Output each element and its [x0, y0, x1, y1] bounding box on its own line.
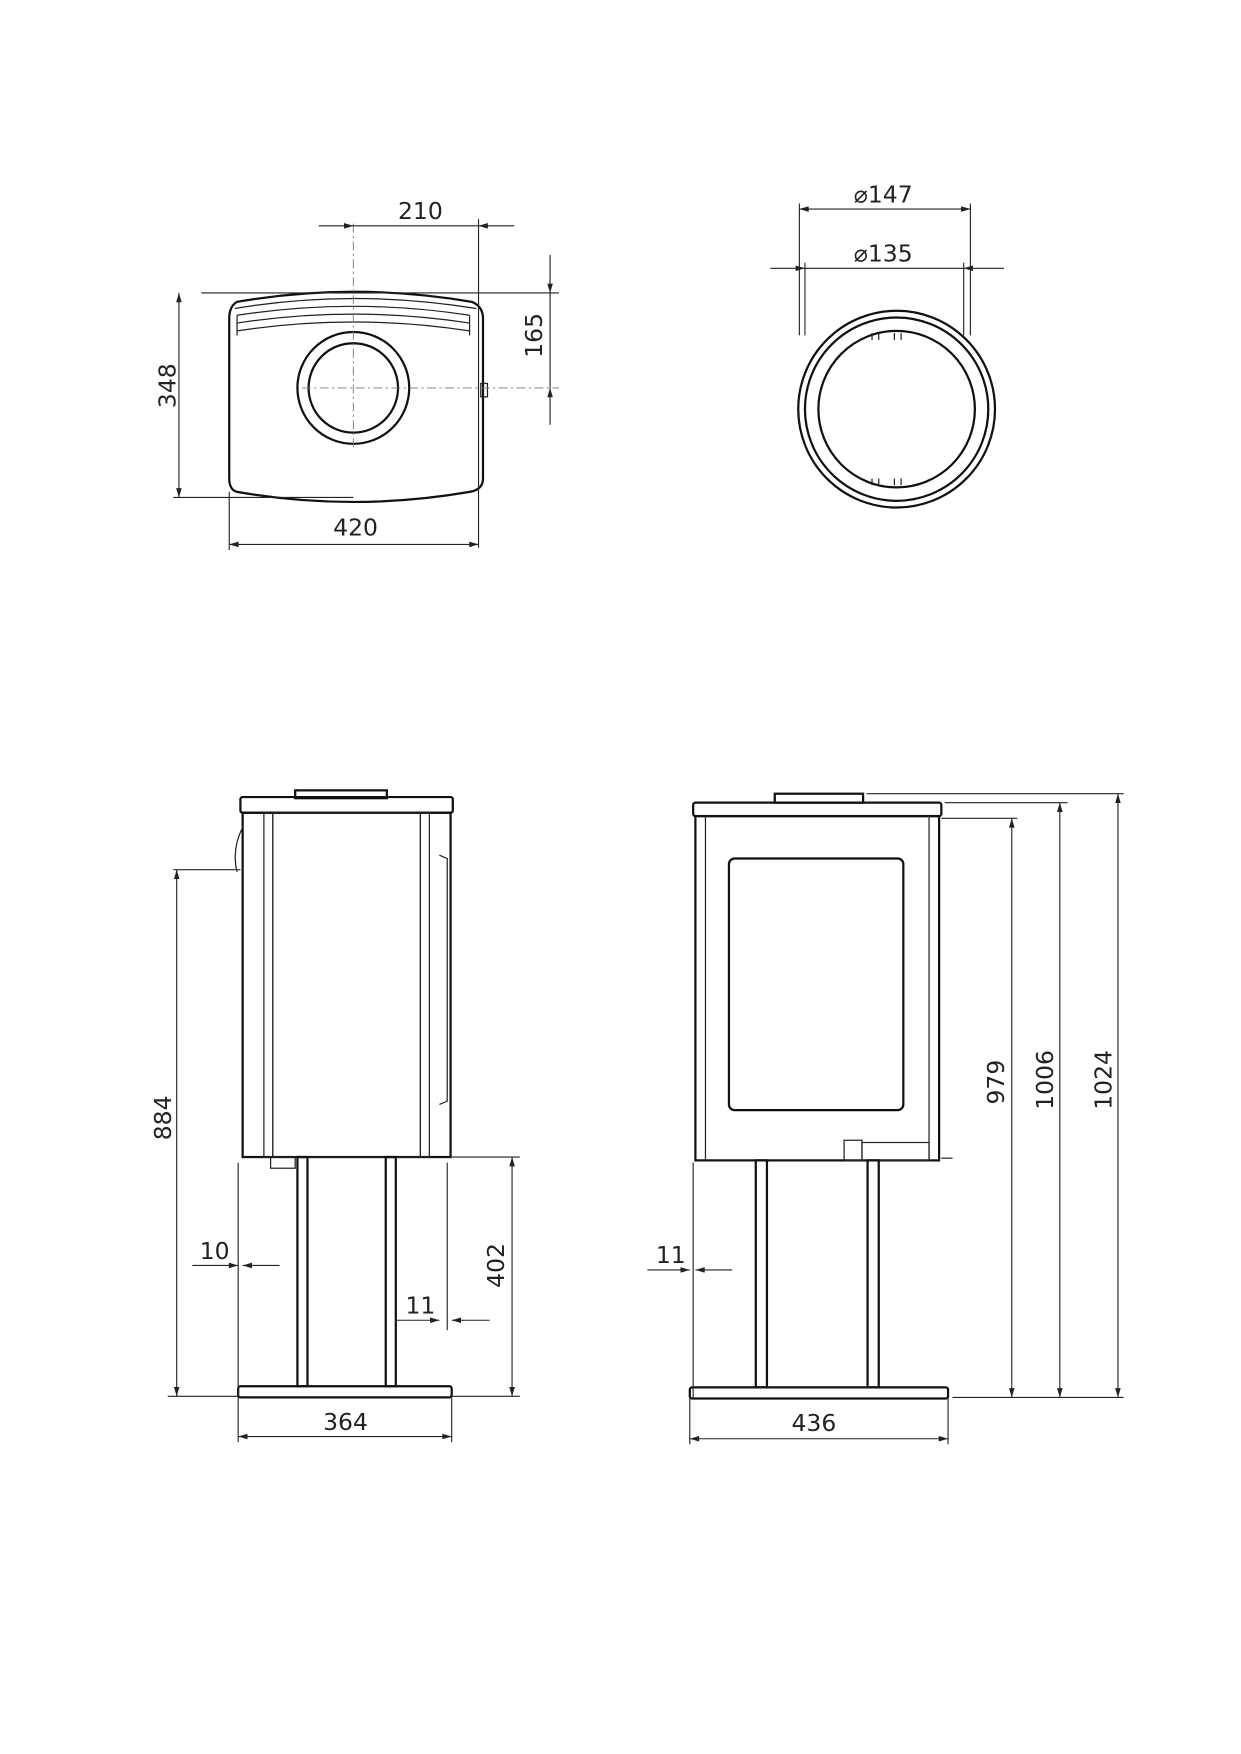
top-view: 210 165 348 420	[154, 197, 560, 551]
dim-side-depth: 364	[323, 1408, 368, 1436]
dim-inner-diameter: ⌀135	[854, 240, 913, 268]
dim-height-to-flue: 884	[149, 1096, 177, 1141]
dim-front-offset-left: 11	[656, 1241, 686, 1269]
dim-flue-offset-x: 210	[398, 197, 443, 225]
dim-offset-right: 11	[405, 1292, 435, 1320]
dim-front-width: 436	[791, 1409, 836, 1437]
dim-depth: 348	[154, 363, 182, 408]
dim-outer-diameter: ⌀147	[854, 180, 913, 208]
front-view: 979 1006 1024 11 436	[647, 792, 1124, 1445]
side-view: 884 402 10 11 364	[149, 789, 520, 1443]
dim-width: 420	[333, 513, 378, 541]
dim-height-total: 1024	[1089, 1050, 1117, 1110]
dim-offset-left: 10	[200, 1237, 230, 1265]
dim-height-top: 1006	[1031, 1050, 1059, 1110]
door-glass	[727, 857, 905, 1112]
dim-flue-offset-y: 165	[520, 313, 548, 358]
dim-height-body: 979	[982, 1060, 1010, 1105]
top-outline	[228, 290, 485, 504]
dim-stand-height: 402	[482, 1243, 510, 1288]
flue-detail-view: ⌀147 ⌀135	[770, 180, 1004, 509]
